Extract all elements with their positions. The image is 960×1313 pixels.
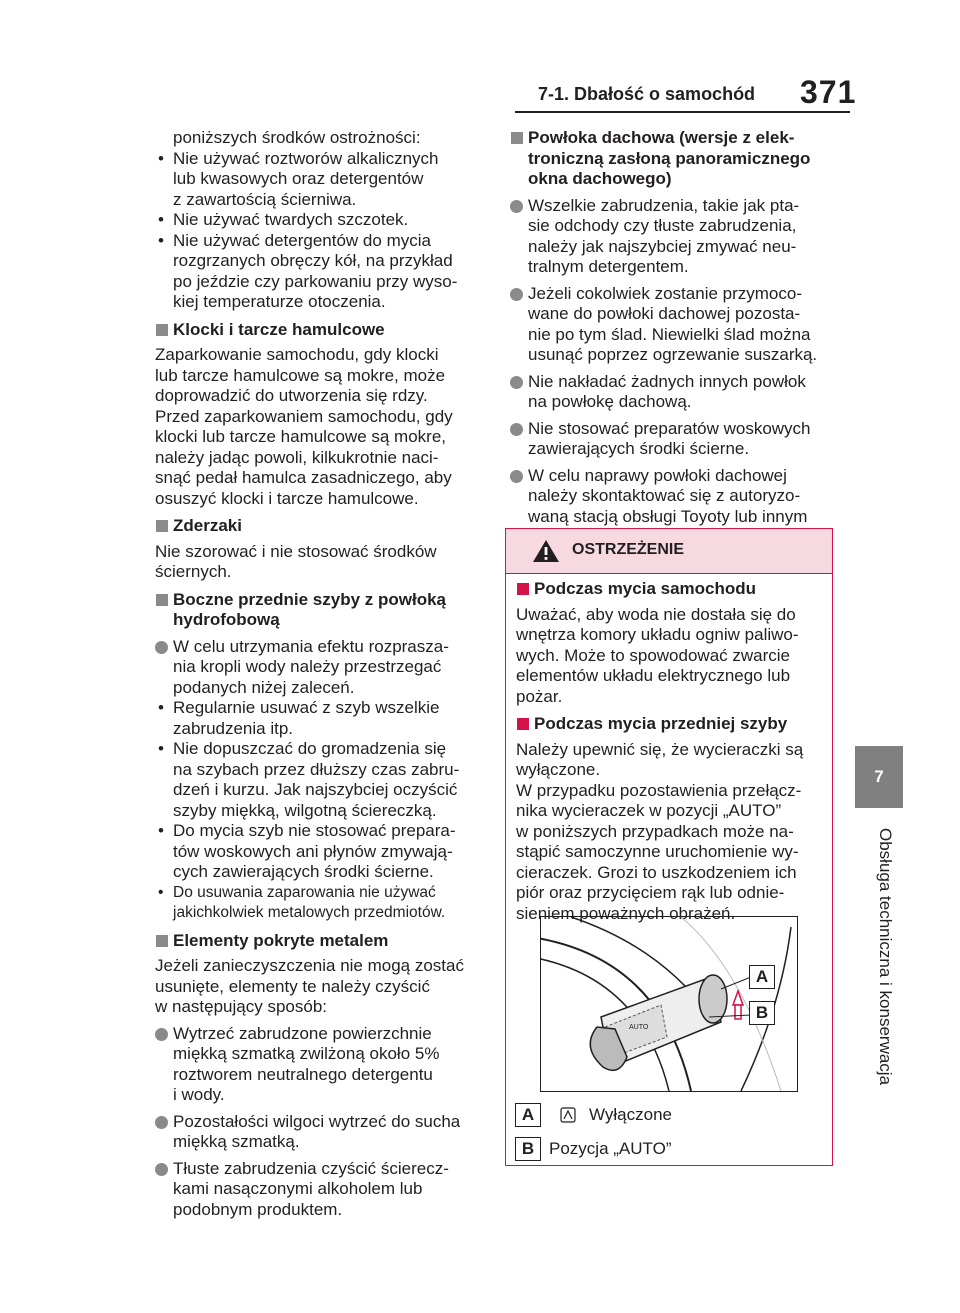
square-marker-icon bbox=[517, 718, 529, 730]
circle-marker-icon bbox=[510, 199, 523, 213]
square-marker-icon bbox=[511, 132, 523, 144]
circle-marker-icon bbox=[155, 1115, 168, 1129]
legend-row-a: A Wyłączone bbox=[515, 1103, 672, 1127]
chapter-tab-title: Obsługa techniczna i konserwacja bbox=[876, 828, 895, 1086]
intro-line: poniższych środków ostrożności: bbox=[173, 128, 421, 147]
square-marker-icon bbox=[517, 583, 529, 595]
square-marker-icon bbox=[156, 593, 168, 606]
circle-marker-icon bbox=[155, 640, 168, 654]
square-marker-icon bbox=[156, 323, 168, 336]
bullet-marker-icon: • bbox=[158, 698, 164, 717]
list-item-text: Jeżeli cokolwiek zostanie przymoco-wane … bbox=[528, 283, 818, 365]
switch-auto-text: AUTO bbox=[629, 1024, 649, 1031]
legend-key-a: A bbox=[515, 1103, 541, 1127]
header-rule bbox=[515, 111, 850, 113]
wiper-switch-figure: AUTO A B bbox=[540, 916, 798, 1092]
warning-triangle-icon bbox=[533, 540, 559, 562]
warning-content: Podczas mycia samochodu Uważać, aby woda… bbox=[516, 579, 824, 924]
bullet-marker-icon: • bbox=[158, 739, 164, 758]
bullet-marker-icon: • bbox=[158, 210, 164, 229]
circle-marker-icon bbox=[510, 375, 523, 389]
circle-list-item: Wszelkie zabrudzenia, takie jak pta-sie … bbox=[510, 196, 840, 278]
left-column: poniższych środków ostrożności: • Nie uży… bbox=[155, 128, 490, 1220]
bullet-marker-icon: • bbox=[158, 821, 164, 840]
heading-wash: Podczas mycia samochodu bbox=[516, 579, 824, 600]
wiper-off-icon bbox=[560, 1107, 576, 1123]
circle-list-roof: Wszelkie zabrudzenia, takie jak pta-sie … bbox=[510, 196, 840, 548]
circle-marker-icon bbox=[510, 287, 523, 301]
section-title: 7-1. Dbałość o samochód bbox=[538, 84, 756, 104]
wiper-stalk-illustration: AUTO bbox=[541, 917, 792, 1091]
heading-metal: Elementy pokryte metalem bbox=[155, 931, 490, 952]
heading-roof: Powłoka dachowa (wersje z elek-troniczną… bbox=[510, 128, 840, 190]
legend-text-a: Wyłączone bbox=[589, 1105, 672, 1124]
square-marker-icon bbox=[156, 934, 168, 947]
list-item-text: Tłuste zabrudzenia czyścić ścierecz-kami… bbox=[173, 1158, 449, 1219]
chapter-tab-number: 7 bbox=[855, 746, 903, 808]
page-number: 371 bbox=[800, 74, 857, 110]
bullet-list-item: • Do mycia szyb nie stosować prepara-tów … bbox=[155, 821, 490, 883]
list-item-text: Do mycia szyb nie stosować prepara-tów w… bbox=[173, 821, 456, 881]
legend-key-b: B bbox=[515, 1137, 541, 1161]
square-marker-icon bbox=[156, 520, 168, 532]
circle-marker-icon bbox=[155, 1027, 168, 1041]
heading-bumpers: Zderzaki bbox=[155, 516, 490, 537]
bullet-list-item: • Nie używać twardych szczotek. bbox=[155, 210, 490, 231]
circle-list-item: Tłuste zabrudzenia czyścić ścierecz-kami… bbox=[155, 1159, 490, 1221]
warning-header: OSTRZEŻENIE bbox=[506, 529, 832, 574]
circle-marker-icon bbox=[510, 422, 523, 436]
heading-brakes: Klocki i tarcze hamulcowe bbox=[155, 320, 490, 341]
list-item-text: Nie używać twardych szczotek. bbox=[173, 210, 409, 229]
legend-row-b: B Pozycja „AUTO” bbox=[515, 1137, 672, 1161]
circle-marker-icon bbox=[510, 469, 523, 483]
figure-label-b: B bbox=[749, 1001, 775, 1025]
list-item-text: Wszelkie zabrudzenia, takie jak pta-sie … bbox=[528, 195, 800, 277]
heading-windshield: Podczas mycia przedniej szyby bbox=[516, 714, 824, 735]
right-column: Powłoka dachowa (wersje z elek-troniczną… bbox=[510, 128, 840, 548]
legend-text-b: Pozycja „AUTO” bbox=[549, 1139, 672, 1158]
figure-label-a: A bbox=[749, 965, 775, 989]
bullet-marker-icon: • bbox=[158, 230, 164, 250]
windows-circle-item: W celu utrzymania efektu rozprasza-nia k… bbox=[155, 637, 490, 699]
circle-list-item: Jeżeli cokolwiek zostanie przymoco-wane … bbox=[510, 284, 840, 366]
circle-marker-icon bbox=[155, 1162, 168, 1176]
warning-box: OSTRZEŻENIE Podczas mycia samochodu Uważ… bbox=[505, 528, 833, 1166]
bullet-marker-icon: • bbox=[158, 148, 164, 168]
warning-label: OSTRZEŻENIE bbox=[572, 541, 685, 558]
